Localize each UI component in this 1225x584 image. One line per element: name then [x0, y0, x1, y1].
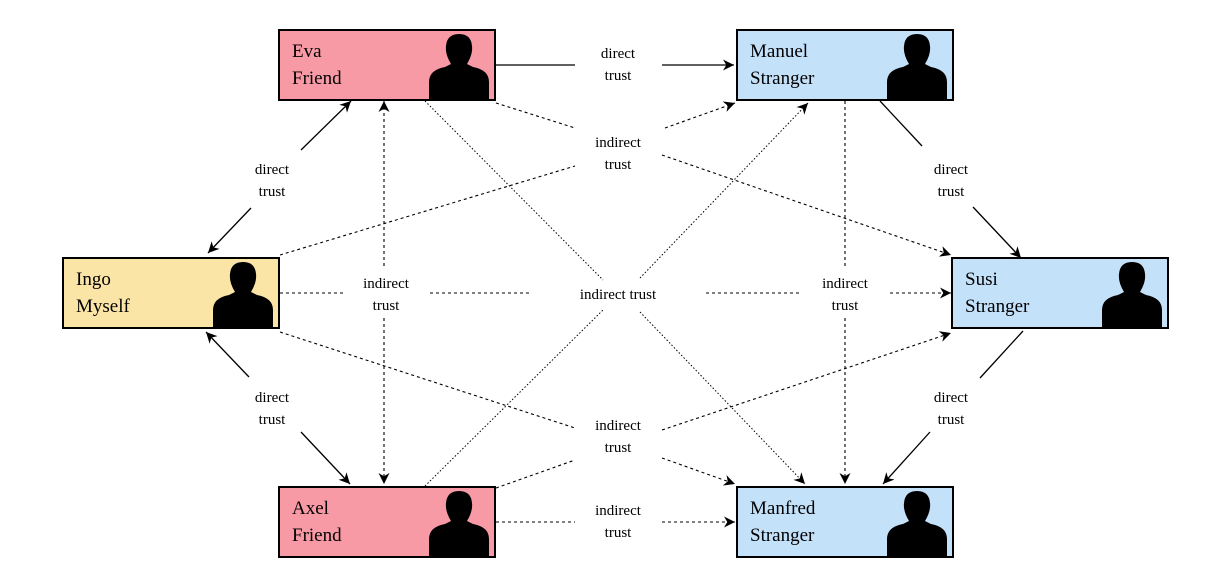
label-manuel-manfred-indirect: indirect trust — [822, 276, 869, 314]
label-line-1: indirect trust — [580, 287, 657, 303]
edge-labels: direct trust direct trust direct trust d… — [255, 46, 969, 541]
label-line-1: indirect — [595, 418, 642, 434]
edge-susi-manfred-direct — [882, 330, 1024, 485]
label-line-1: indirect — [822, 276, 869, 292]
label-center-indirect: indirect trust — [580, 287, 657, 303]
label-eva-manuel: direct trust — [601, 46, 636, 84]
label-bottom-indirect: indirect trust — [595, 418, 642, 456]
node-name: Axel — [292, 498, 329, 519]
person-silhouette-icon — [429, 491, 489, 557]
label-susi-manfred: direct trust — [934, 390, 969, 428]
person-silhouette-icon — [1102, 262, 1162, 328]
person-silhouette-icon — [213, 262, 273, 328]
node-name: Ingo — [76, 269, 111, 290]
label-axel-manfred-indirect: indirect trust — [595, 503, 642, 541]
label-line-2: trust — [605, 68, 633, 84]
edge-eva-manfred-indirect — [424, 100, 806, 485]
label-line-1: indirect — [363, 276, 410, 292]
label-line-2: trust — [605, 525, 633, 541]
label-line-2: trust — [605, 440, 633, 456]
person-silhouette-icon — [887, 34, 947, 100]
person-silhouette-icon — [429, 34, 489, 100]
label-line-1: direct — [934, 162, 969, 178]
label-eva-axel-indirect: indirect trust — [363, 276, 410, 314]
node-name: Manuel — [750, 41, 808, 62]
node-name: Eva — [292, 41, 322, 62]
node-name: Manfred — [750, 498, 816, 519]
label-line-1: indirect — [595, 135, 642, 151]
node-role: Stranger — [750, 68, 815, 89]
node-role: Stranger — [750, 525, 815, 546]
label-line-1: direct — [255, 390, 290, 406]
label-line-2: trust — [605, 157, 633, 173]
node-role: Friend — [292, 68, 342, 89]
edge-ingo-eva-direct — [207, 100, 352, 254]
node-role: Stranger — [965, 296, 1030, 317]
edge-ingo-manfred-indirect — [279, 331, 736, 486]
label-line-2: trust — [832, 298, 860, 314]
node-role: Friend — [292, 525, 342, 546]
label-line-1: indirect — [595, 503, 642, 519]
label-line-2: trust — [259, 184, 287, 200]
node-name: Susi — [965, 269, 998, 290]
edges — [205, 59, 1024, 528]
node-role: Myself — [76, 296, 131, 317]
label-top-indirect: indirect trust — [595, 135, 642, 173]
label-ingo-axel: direct trust — [255, 390, 290, 428]
label-line-1: direct — [601, 46, 636, 62]
label-line-2: trust — [938, 184, 966, 200]
person-silhouette-icon — [887, 491, 947, 557]
edge-eva-susi-indirect — [495, 102, 952, 257]
label-line-2: trust — [259, 412, 287, 428]
label-line-2: trust — [938, 412, 966, 428]
label-manuel-susi: direct trust — [934, 162, 969, 200]
edge-ingo-axel-direct — [205, 331, 351, 485]
edge-ingo-manuel-indirect — [279, 101, 736, 256]
label-line-1: direct — [255, 162, 290, 178]
label-line-1: direct — [934, 390, 969, 406]
label-ingo-eva: direct trust — [255, 162, 290, 200]
edge-axel-susi-indirect — [495, 331, 952, 489]
label-line-2: trust — [373, 298, 401, 314]
edge-manuel-susi-direct — [879, 100, 1022, 259]
